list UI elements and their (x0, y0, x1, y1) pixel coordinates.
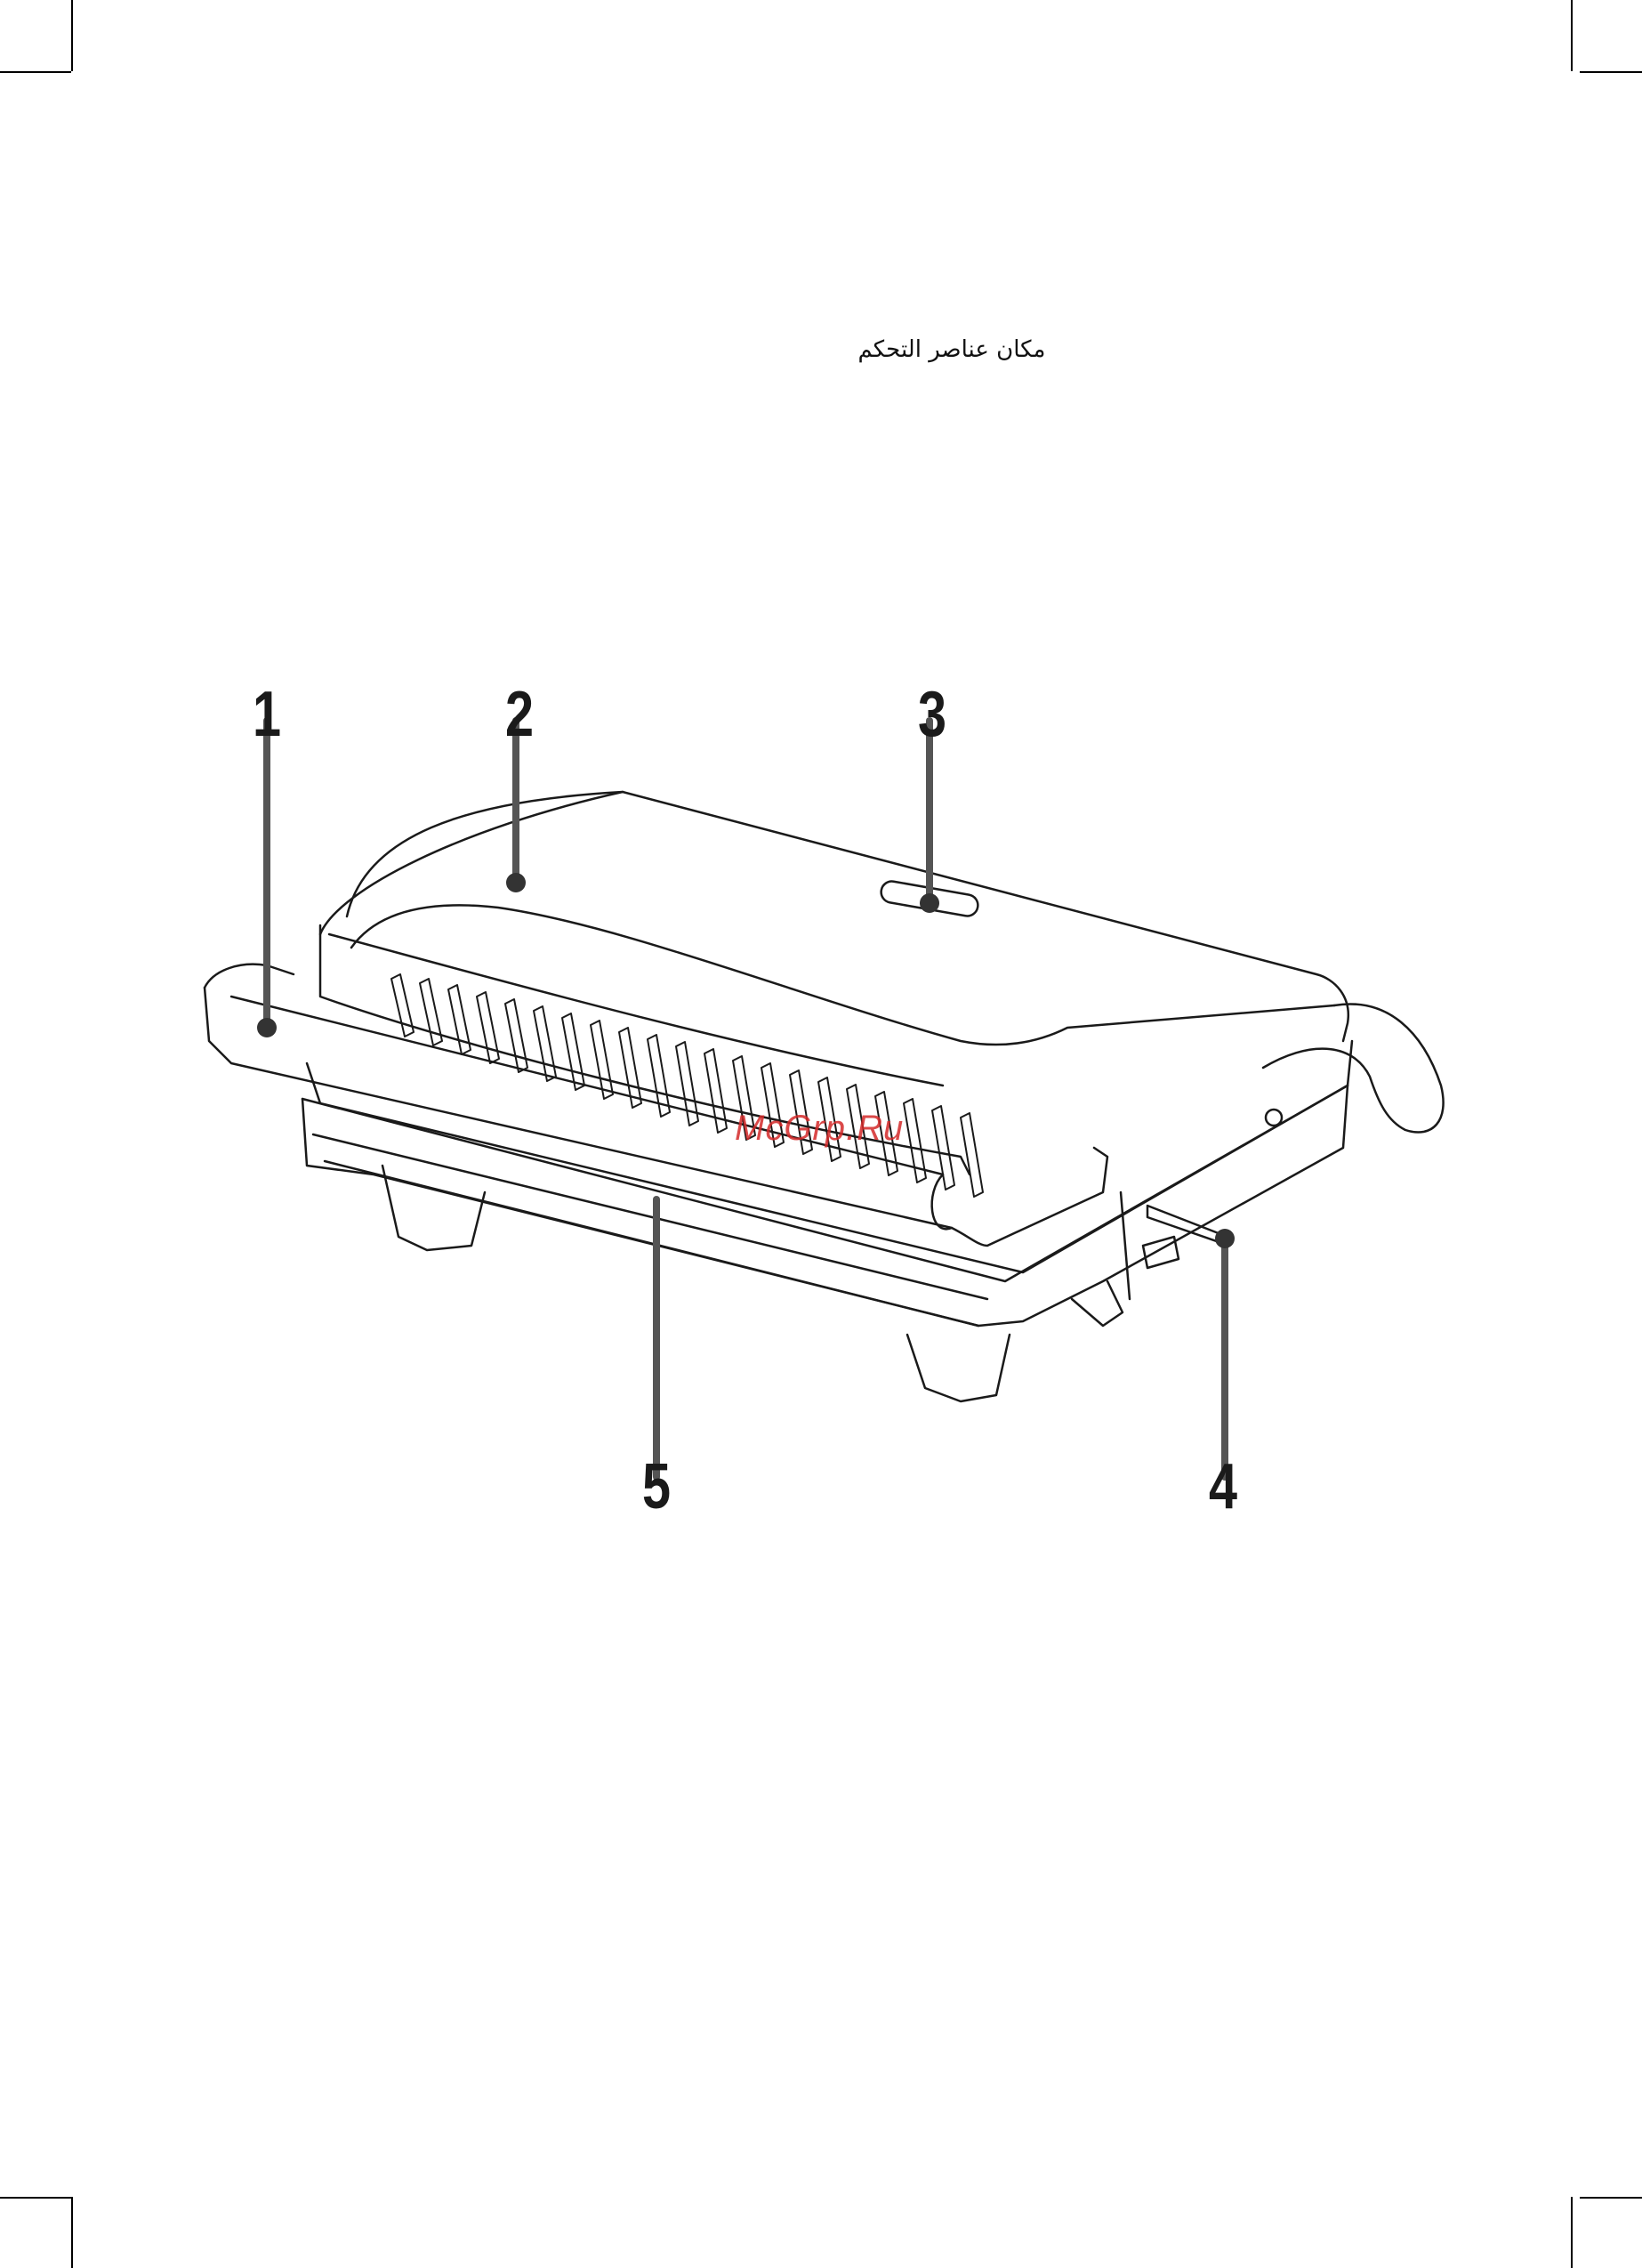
crop-mark-top-right-v (1571, 0, 1573, 71)
crop-mark-bottom-left-h (0, 2197, 71, 2199)
callout-number-5: 5 (635, 1450, 678, 1523)
watermark: McGrp.Ru (735, 1109, 904, 1149)
handle-loop (1263, 1004, 1444, 1132)
left-foot (382, 1166, 485, 1250)
crop-mark-bottom-left-v (71, 2197, 73, 2268)
lid-top (347, 792, 1348, 1041)
callout-number-4: 4 (1202, 1450, 1244, 1523)
callout-number-2: 2 (498, 678, 541, 751)
leader-lines (267, 721, 1225, 1477)
right-foot (907, 1335, 1010, 1401)
crop-mark-top-left-v (71, 0, 73, 71)
leader-dots (257, 873, 1235, 1248)
crop-mark-top-right-h (1580, 71, 1642, 73)
crop-mark-bottom-right-v (1571, 2197, 1573, 2268)
callout-number-3: 3 (911, 678, 954, 751)
crop-mark-top-left-h (0, 71, 71, 73)
crop-mark-bottom-right-h (1580, 2197, 1642, 2199)
callout-number-1: 1 (245, 678, 288, 751)
grill-illustration (0, 623, 1642, 1557)
section-heading: مكان عناصر التحكم (836, 336, 1067, 363)
